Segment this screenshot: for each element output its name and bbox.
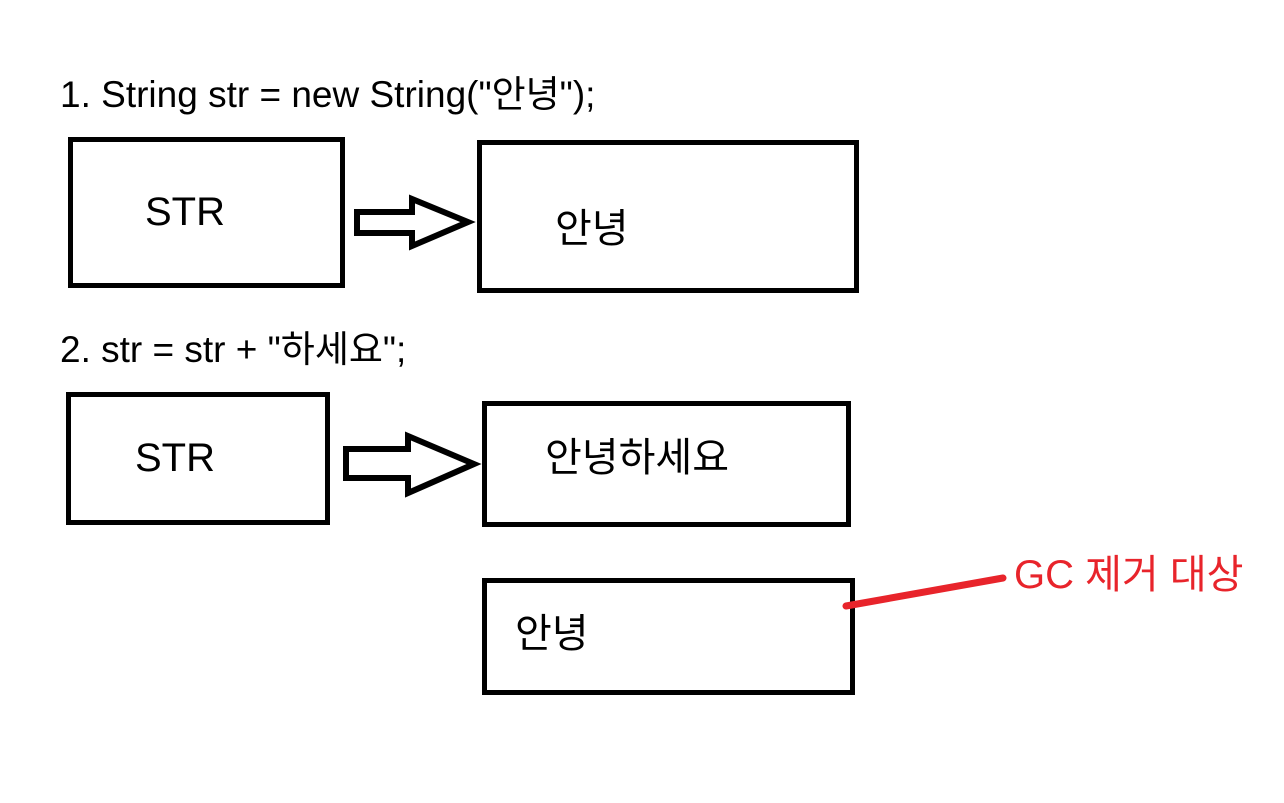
gc-annotation-label: GC 제거 대상 xyxy=(1014,553,1244,597)
right-arrow-icon xyxy=(343,431,482,498)
step1-code-label: 1. String str = new String("안녕"); xyxy=(60,74,596,115)
step2-reference-label: STR xyxy=(135,436,215,480)
right-arrow-icon xyxy=(354,194,476,251)
step2-code-label: 2. str = str + "하세요"; xyxy=(60,329,407,370)
step1-reference-label: STR xyxy=(145,190,225,234)
step1-reference-box: STR xyxy=(68,137,345,288)
step2-orphan-box: 안녕 xyxy=(482,578,855,695)
right-arrow-shape xyxy=(354,194,476,251)
step2-heap-box: 안녕하세요 xyxy=(482,401,851,527)
step1-heap-value-label: 안녕 xyxy=(555,206,629,251)
step2-orphan-value-label: 안녕 xyxy=(515,611,589,656)
step2-heap-value-label: 안녕하세요 xyxy=(545,436,729,480)
gc-leader-line xyxy=(842,574,1007,610)
step2-reference-box: STR xyxy=(66,392,330,525)
step1-heap-box: 안녕 xyxy=(477,140,859,293)
gc-leader-line-stroke xyxy=(842,574,1007,610)
right-arrow-shape xyxy=(343,431,482,498)
